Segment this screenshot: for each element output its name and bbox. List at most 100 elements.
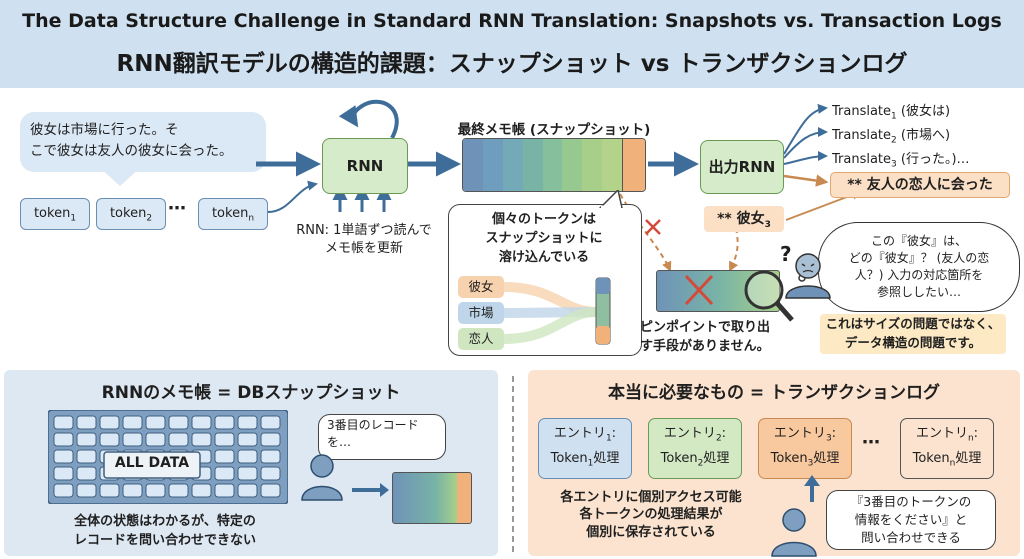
db-cylinder-cell (214, 449, 235, 464)
database-grid-icon (48, 410, 288, 504)
right-panel-title: 本当に必要なもの = トランザクションログ (607, 383, 941, 403)
snapshot-segment (522, 139, 543, 191)
snapshot-segment (562, 139, 583, 191)
translate-3: Translate3 (行った。)… (832, 152, 970, 170)
db-cylinder-cell (168, 483, 189, 498)
db-cylinder-cell (53, 415, 74, 430)
translate-1: Translate1 (彼女は) (832, 104, 951, 122)
title-bar (0, 0, 1024, 88)
title-english: The Data Structure Challenge in Standard… (22, 10, 1002, 32)
thought-cloud: この『彼女』は、 どの『彼女』？ (友人の恋 人？) 入力の対応箇所を 参照しし… (818, 222, 1020, 312)
db-cylinder-cell (214, 415, 235, 430)
db-cylinder-cell (214, 483, 235, 498)
question-mark: ? (780, 242, 792, 266)
melt-streams (504, 277, 611, 345)
db-cylinder-cell (76, 415, 97, 430)
entry-3: エントリ3: Token3処理 (758, 418, 852, 480)
translate-2: Translate2 (市場へ) (832, 128, 951, 146)
token-2: token2 (96, 198, 166, 230)
db-cylinder-cell (53, 466, 74, 481)
left-panel-title: RNNのメモ帳 = DBスナップショット (101, 383, 401, 403)
db-cylinder-cell (145, 432, 166, 447)
rnn-caption: RNN: 1単語ずつ読んで メモ帳を更新 (296, 223, 432, 256)
db-cylinder-cell (76, 449, 97, 464)
snapshot-segment (582, 139, 603, 191)
db-cylinder-cell (168, 432, 189, 447)
input-sentence-line1: 彼女は市場に行った。そ (30, 122, 179, 138)
snapshot-label: 最終メモ帳 (スナップショット) (457, 122, 651, 138)
db-cylinder-cell (237, 432, 258, 447)
db-cylinder-cell (53, 449, 74, 464)
token-ellipsis: ⋯ (168, 198, 186, 219)
panel-separator (512, 376, 514, 552)
pinpoint-note: ピンポイントで取り出 す手段がありません。 (640, 320, 771, 354)
db-cylinder-cell (145, 415, 166, 430)
db-cylinder-cell (122, 432, 143, 447)
snapshot-bar (462, 138, 646, 192)
db-cylinder-cell (76, 432, 97, 447)
arrow-to-memo (352, 483, 389, 497)
snapshot-segment (463, 139, 483, 191)
input-sentence-line2: こで彼女は友人の彼女に会った。 (30, 143, 233, 159)
query-speech-bubble: 『3番目のトークンの 情報をください』と 問い合わせできる (826, 490, 996, 550)
db-cylinder-cell (260, 449, 281, 464)
snapshot-segment (542, 139, 563, 191)
melt-box-text: 個々のトークンは スナップショットに 溶け込んでいる (485, 212, 603, 265)
db-cylinder-cell (122, 415, 143, 430)
rnn-box: RNN (322, 138, 408, 194)
db-cylinder-cell (76, 483, 97, 498)
db-cylinder-cell (191, 415, 212, 430)
db-cylinder-cell (260, 483, 281, 498)
db-cylinder-cell (237, 466, 258, 481)
db-cylinder-cell (145, 483, 166, 498)
output-rnn-box: 出力RNN (700, 140, 784, 194)
token-1: token1 (20, 198, 90, 230)
db-cylinder-cell (191, 483, 212, 498)
entry-ellipsis: ⋯ (862, 432, 880, 453)
entry-n: エントリn: Tokenn処理 (900, 418, 994, 480)
db-cylinder-cell (260, 432, 281, 447)
person-icon-right (771, 508, 817, 557)
db-cylinder-cell (168, 415, 189, 430)
db-cylinder-cell (53, 483, 74, 498)
bubble-tail (100, 168, 140, 186)
query-chip-kanojo3: ** 彼女3 (704, 206, 784, 232)
db-cylinder-cell (214, 466, 235, 481)
confused-person-icon (785, 253, 831, 299)
access-note: 各エントリに個別アクセス可能 (560, 490, 742, 505)
db-cylinder-cell (99, 415, 120, 430)
snapshot-segment (602, 139, 624, 191)
db-cylinder-cell (76, 466, 97, 481)
blended-memo-bar (656, 270, 780, 312)
up-arrow-to-entry3 (804, 475, 820, 502)
db-cylinder-cell (53, 432, 74, 447)
db-cylinder-cell (122, 483, 143, 498)
input-sentence-bubble: 彼女は市場に行った。そ こで彼女は友人の彼女に会った。 (20, 112, 266, 172)
chip-koibito: 恋人 (458, 328, 504, 350)
db-cylinder-cell (99, 483, 120, 498)
chip-ichiba: 市場 (458, 302, 504, 324)
db-cylinder-cell (237, 449, 258, 464)
db-cylinder-cell (99, 432, 120, 447)
db-cylinder-cell (191, 432, 212, 447)
size-note: これはサイズの問題ではなく、 データ構造の問題です。 (820, 314, 1006, 354)
chip-kanojo: 彼女 (458, 276, 504, 298)
target-phrase: ** 友人の恋人に会った (830, 172, 1010, 198)
title-japanese: RNN翻訳モデルの構造的課題：スナップショット vs トランザクションログ (116, 51, 908, 77)
snapshot-segment (482, 139, 503, 191)
entry-1: エントリ1: Token1処理 (538, 418, 632, 480)
magnifier-icon (684, 270, 794, 322)
snapshot-segment (623, 139, 645, 191)
melt-box-tail (598, 190, 623, 208)
token-n: tokenn (198, 198, 268, 230)
left-panel-caption: 全体の状態はわかるが、特定の レコードを問い合わせできない (73, 514, 256, 548)
entry-2: エントリ2: Token2処理 (648, 418, 742, 480)
db-cylinder-cell (237, 483, 258, 498)
db-cylinder-cell (237, 415, 258, 430)
all-data-label: ALL DATA (114, 455, 190, 471)
db-cylinder-cell (260, 466, 281, 481)
db-cylinder-cell (260, 415, 281, 430)
memo-snapshot-small (392, 472, 472, 524)
record-speech-bubble: 3番目のレコード を… (318, 414, 446, 460)
save-note: 各トークンの処理結果が 個別に保存されている (579, 507, 723, 540)
